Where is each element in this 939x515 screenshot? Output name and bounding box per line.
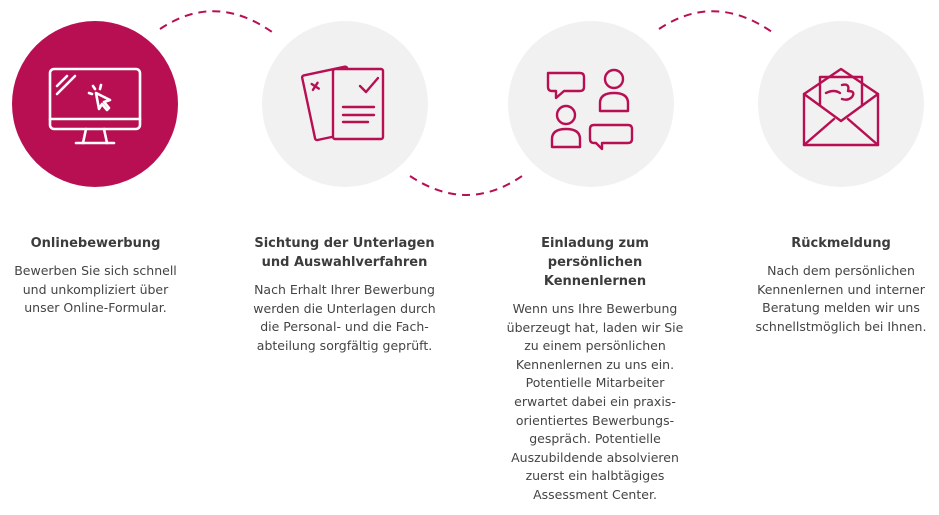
- envelope-letter-icon: [802, 67, 880, 147]
- people-chat-icon: [546, 68, 634, 151]
- step-2-circle: [262, 21, 428, 187]
- step-1: Onlinebewerbung Bewerben Sie sich schnel…: [4, 234, 187, 318]
- step-4: Rückmeldung Nach dem persönlichen Kennen…: [746, 234, 936, 336]
- connector-arc-2-3: [409, 175, 523, 196]
- step-4-circle: [758, 21, 924, 187]
- step-4-title: Rückmeldung: [791, 236, 891, 251]
- connector-arc-1-2: [159, 10, 273, 33]
- connector-arc-3-4: [658, 10, 773, 33]
- monitor-click-icon: [48, 67, 142, 145]
- step-3: Einladung zum persönlichen Kennenlernen …: [500, 234, 690, 505]
- step-1-description: Bewerben Sie sich schnell und unkomplizi…: [14, 263, 177, 316]
- step-3-title: Einladung zum persönlichen Kennenlernen: [541, 236, 649, 289]
- step-2: Sichtung der Unterlagen und Auswahlverfa…: [253, 234, 436, 355]
- step-2-title: Sichtung der Unterlagen und Auswahlverfa…: [254, 236, 435, 270]
- step-1-circle: [12, 21, 178, 187]
- step-1-title: Onlinebewerbung: [30, 236, 161, 251]
- documents-check-icon: [300, 65, 385, 142]
- step-2-description: Nach Erhalt Ihrer Bewerbung werden die U…: [253, 282, 436, 353]
- step-3-circle: [508, 21, 674, 187]
- step-3-description: Wenn uns Ihre Bewerbung überzeugt hat, l…: [506, 301, 684, 502]
- step-4-description: Nach dem persönlichen Kennenlernen und i…: [755, 263, 927, 334]
